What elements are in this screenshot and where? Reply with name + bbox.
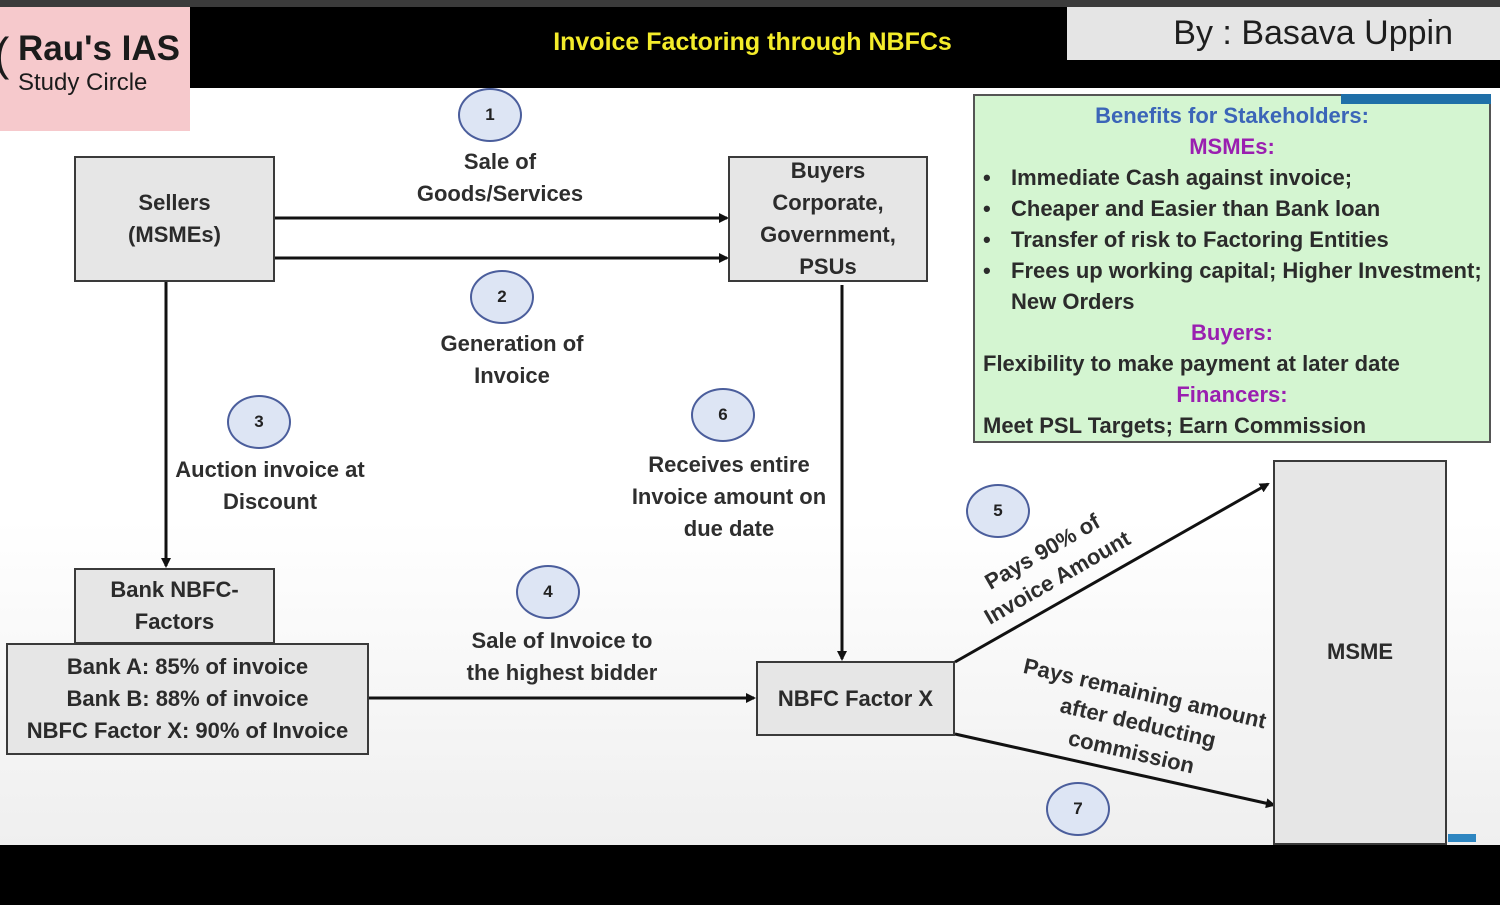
benefits-panel: Benefits for Stakeholders: MSMEs: Immedi… [973,94,1491,443]
buyers-benefit: Flexibility to make payment at later dat… [983,351,1400,376]
step-3-badge: 3 [227,395,291,449]
step-2-badge: 2 [470,270,534,324]
bid-bank-a: Bank A: 85% of invoice [66,654,309,679]
arrow-pays-90 [954,482,1270,664]
buyers-heading: Buyers: [1191,320,1273,345]
sellers-box: Sellers (MSMEs) [74,156,275,282]
corner-accent [1448,834,1476,842]
list-item: Transfer of risk to Factoring Entities [983,224,1489,255]
bank-box: Bank NBFC-Factors [74,568,275,644]
arrow-pays-remaining [954,732,1276,809]
list-item: Frees up working capital; Higher Investm… [983,255,1489,317]
benefits-title: Benefits for Stakeholders: [1095,103,1369,128]
top-strip [0,0,1500,7]
sellers-label: Sellers (MSMEs) [128,190,221,247]
page-title: Invoice Factoring through NBFCs [553,28,952,56]
step-3-label: Auction invoice at Discount [175,457,365,514]
step-1-badge: 1 [458,88,522,142]
panel-accent-bar [1341,94,1491,104]
step-6-label: Receives entire Invoice amount on due da… [631,452,827,541]
list-item: Immediate Cash against invoice; [983,162,1489,193]
msme-box: MSME [1273,460,1447,845]
msme-label: MSME [1327,639,1393,664]
financers-benefit: Meet PSL Targets; Earn Commission [983,413,1367,438]
step-7-badge: 7 [1046,782,1110,836]
bids-box: Bank A: 85% of invoice Bank B: 88% of in… [6,643,369,755]
step-2-label: Generation of Invoice [440,331,584,388]
bid-bank-b: Bank B: 88% of invoice [66,686,309,711]
step-6-badge: 6 [691,388,755,442]
step-5-badge: 5 [966,484,1030,538]
step-4-badge: 4 [516,565,580,619]
msme-benefits-list: Immediate Cash against invoice; Cheaper … [975,162,1489,317]
logo-title: Rau's IAS [18,29,180,68]
logo: ( Rau's IAS Study Circle [0,7,190,131]
msme-heading: MSMEs: [1189,134,1275,159]
author-label: By : Basava Uppin [1067,7,1500,60]
list-item: Cheaper and Easier than Bank loan [983,193,1489,224]
bid-nbfc-x: NBFC Factor X: 90% of Invoice [26,718,349,743]
buyers-label: Buyers Corporate, Government, PSUs [760,158,896,279]
step-4-label: Sale of Invoice to the highest bidder [466,628,658,685]
nbfc-x-box: NBFC Factor X [756,661,955,736]
logo-mark-icon: ( [0,27,9,81]
flow-arrows [161,213,1276,809]
buyers-box: Buyers Corporate, Government, PSUs [728,156,928,282]
nbfc-x-label: NBFC Factor X [777,685,934,711]
financers-heading: Financers: [1176,382,1288,407]
bank-label: Bank NBFC-Factors [110,577,239,634]
step-1-label: Sale of Goods/Services [416,149,584,206]
logo-subtitle: Study Circle [18,69,148,96]
